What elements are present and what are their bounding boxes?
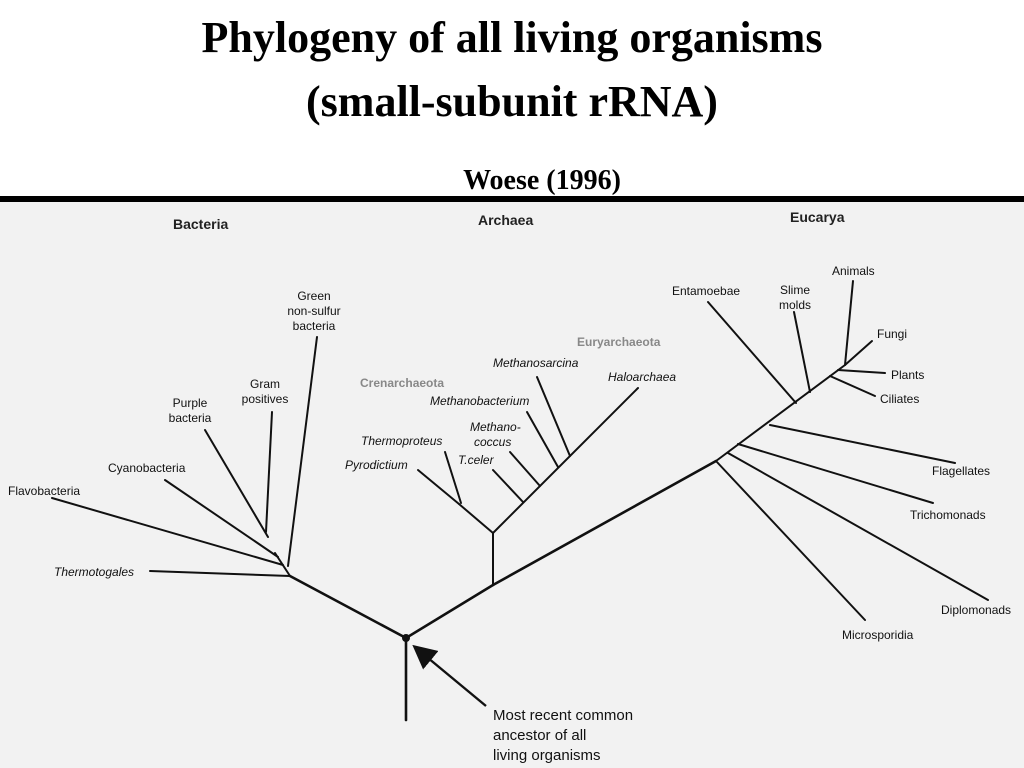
- branch-methanobacterium: [526, 411, 559, 468]
- branch-trichomonads: [737, 443, 934, 504]
- branch-euryarchaeota: [492, 387, 639, 534]
- taxon-label-t-celer: T.celer: [458, 453, 495, 467]
- branch-ciliates: [829, 375, 876, 397]
- taxon-label-thermoproteus: Thermoproteus: [361, 434, 442, 448]
- taxon-label-cyanobacteria: Cyanobacteria: [108, 461, 186, 475]
- slide-header: Phylogeny of all living organisms (small…: [0, 0, 1024, 198]
- branch-crenarchaeota: [458, 503, 494, 534]
- branch-animals: [844, 280, 854, 366]
- branch-methanosarcina: [536, 376, 571, 457]
- branch-methanococcus: [509, 451, 541, 487]
- branch-plants: [837, 369, 886, 374]
- slide-title-line1: Phylogeny of all living organisms: [201, 13, 823, 62]
- header-divider: [0, 196, 1024, 202]
- taxon-label-ciliates: Ciliates: [880, 392, 919, 406]
- taxon-label-microsporidia: Microsporidia: [842, 628, 914, 642]
- taxon-label-slime-molds-l2: molds: [779, 298, 811, 312]
- taxon-label-flagellates: Flagellates: [932, 464, 990, 478]
- domain-label-archaea: Archaea: [478, 212, 533, 228]
- taxon-label-methanosarcina: Methanosarcina: [493, 356, 579, 370]
- taxon-label-trichomonads: Trichomonads: [910, 508, 986, 522]
- branch-flavobacteria: [51, 497, 284, 566]
- annotation-line2: ancestor of all: [493, 727, 586, 744]
- taxon-label-gram-positives-l2: positives: [242, 392, 289, 406]
- ancestor-pointer-arrow: [412, 644, 487, 707]
- taxon-label-green-nonsulfur-l2: non-sulfur: [287, 304, 340, 318]
- domain-label-eucarya: Eucarya: [790, 209, 845, 225]
- branch-green-nonsulfur: [287, 336, 318, 567]
- branch-thermoproteus: [444, 451, 462, 504]
- branch-thermotogales: [149, 570, 291, 577]
- taxon-label-plants: Plants: [891, 368, 924, 382]
- common-ancestor-node: [402, 634, 410, 642]
- branch-entamoebae: [707, 301, 797, 404]
- tree-svg: Bacteria Archaea Eucarya Crenarchaeota E…: [8, 209, 1011, 764]
- branch-flagellates: [769, 424, 956, 464]
- branch-fungi: [844, 340, 873, 366]
- taxon-label-purple-bacteria-l2: bacteria: [169, 411, 212, 425]
- taxon-label-purple-bacteria-l1: Purple: [173, 396, 208, 410]
- taxon-label-haloarchaea: Haloarchaea: [608, 370, 676, 384]
- taxon-label-fungi: Fungi: [877, 327, 907, 341]
- annotation-line1: Most recent common: [493, 707, 633, 724]
- taxon-label-pyrodictium: Pyrodictium: [345, 458, 408, 472]
- bacteria-trunk: [288, 574, 408, 640]
- taxon-label-diplomonads: Diplomonads: [941, 603, 1011, 617]
- archaea-eucarya-trunk: [404, 583, 495, 640]
- slide-subtitle: Woese (1996): [463, 165, 621, 196]
- taxon-label-methanococcus-l1: Methano-: [470, 420, 521, 434]
- branch-microsporidia: [715, 460, 866, 621]
- branch-eucarya-upper: [715, 364, 846, 462]
- taxon-label-green-nonsulfur-l1: Green: [297, 289, 330, 303]
- branch-pyrodictium: [417, 469, 460, 505]
- annotation-line3: living organisms: [493, 747, 601, 764]
- taxon-label-gram-positives-l1: Gram: [250, 377, 280, 391]
- taxon-label-animals: Animals: [832, 264, 875, 278]
- branch-t-celer: [492, 469, 524, 503]
- taxon-label-methanobacterium: Methanobacterium: [430, 394, 529, 408]
- domain-label-bacteria: Bacteria: [173, 216, 228, 232]
- branch-purple-bacteria: [204, 429, 269, 538]
- taxon-label-green-nonsulfur-l3: bacteria: [293, 319, 336, 333]
- taxon-label-flavobacteria: Flavobacteria: [8, 484, 80, 498]
- branch-gram-positives: [265, 411, 273, 533]
- branch-diplomonads: [727, 452, 989, 601]
- subgroup-label-crenarchaeota: Crenarchaeota: [360, 376, 444, 390]
- subgroup-label-euryarchaeota: Euryarchaeota: [577, 335, 661, 349]
- phylogenetic-tree-figure: Bacteria Archaea Eucarya Crenarchaeota E…: [0, 202, 1024, 768]
- taxon-label-thermotogales: Thermotogales: [54, 565, 134, 579]
- branch-cyanobacteria: [164, 479, 279, 558]
- eucarya-trunk: [491, 459, 718, 587]
- branch-slime-molds: [793, 311, 811, 393]
- taxon-label-methanococcus-l2: coccus: [474, 435, 511, 449]
- slide-title-line2: (small-subunit rRNA): [306, 77, 718, 126]
- taxon-label-slime-molds-l1: Slime: [780, 283, 810, 297]
- taxon-label-entamoebae: Entamoebae: [672, 284, 740, 298]
